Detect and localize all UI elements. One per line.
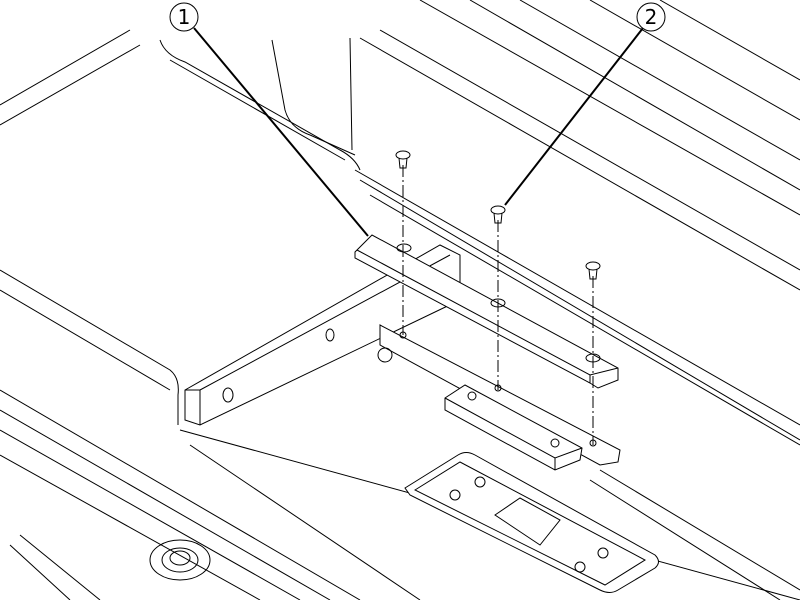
screw-icon	[395, 150, 411, 169]
grommet	[149, 539, 211, 581]
callout-1: 1	[169, 2, 369, 237]
plate-part-1	[354, 234, 619, 389]
lower-block	[444, 384, 583, 471]
bracket-rail	[377, 324, 621, 466]
callout-1-label: 1	[178, 5, 191, 29]
screw-icon	[490, 205, 506, 224]
callout-2: 2	[504, 2, 666, 206]
callout-2-label: 2	[645, 5, 658, 29]
screw-icon	[585, 261, 601, 280]
screws-part-2	[395, 150, 601, 447]
rail-bar	[184, 244, 461, 426]
latch-plate	[404, 452, 659, 593]
